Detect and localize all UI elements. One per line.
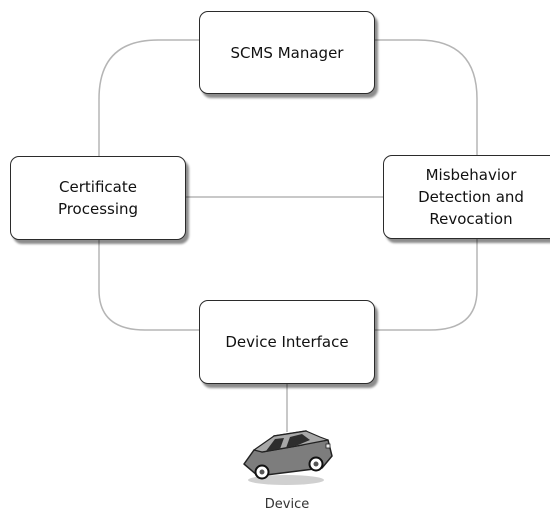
scms-manager-label: SCMS Manager xyxy=(230,43,344,62)
certificate-processing-label: Certificate Processing xyxy=(57,178,139,218)
misbehavior-detection-label: Misbehavior Detection and Revocation xyxy=(418,166,524,228)
link-certificate-to-device-interface xyxy=(98,240,199,331)
car-icon xyxy=(243,430,333,485)
scms-manager-box: SCMS Manager xyxy=(199,11,375,94)
device-label: Device xyxy=(264,497,310,512)
device-interface-box: Device Interface xyxy=(199,300,375,384)
certificate-processing-box: Certificate Processing xyxy=(10,156,186,240)
misbehavior-detection-box: Misbehavior Detection and Revocation xyxy=(383,155,550,239)
link-scms-to-misbehavior xyxy=(375,39,478,155)
link-scms-to-certificate xyxy=(98,39,199,156)
device-interface-label: Device Interface xyxy=(225,333,349,351)
link-misbehavior-to-device-interface xyxy=(375,239,478,331)
